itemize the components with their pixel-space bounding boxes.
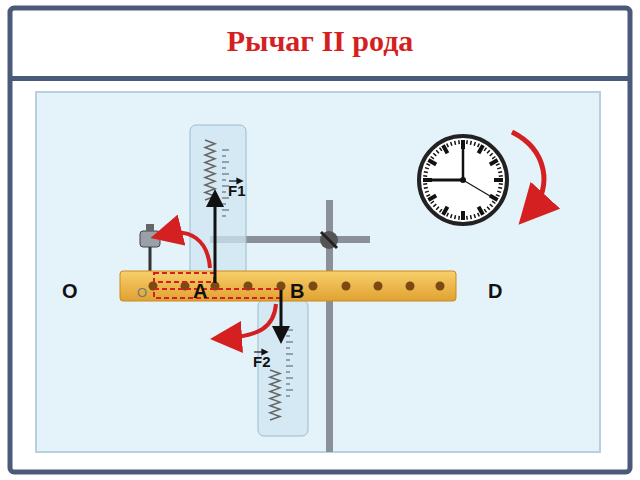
bar-hole (309, 282, 318, 291)
force-label: F1 (228, 182, 246, 199)
rotation-arrow (512, 132, 544, 210)
bar-hole (406, 282, 415, 291)
dynamometer (190, 125, 246, 275)
force-label: F2 (253, 353, 271, 370)
point-label: O (62, 280, 78, 303)
slide-frame (10, 8, 630, 472)
pivot-holder (140, 231, 160, 247)
pivot-mark: O (137, 285, 147, 300)
slide-title: Рычаг II рода (20, 24, 620, 58)
rotation-arrow (226, 304, 276, 338)
picture-panel (36, 92, 600, 452)
force-arrow (280, 290, 283, 335)
point-label: B (290, 280, 304, 303)
bar-hole (374, 282, 383, 291)
force-arrow (214, 198, 217, 283)
rotation-arrow (166, 232, 210, 268)
bar-hole (342, 282, 351, 291)
clock (419, 136, 507, 224)
title-divider (12, 76, 628, 81)
clamp (320, 231, 338, 249)
lever-bar (120, 271, 456, 301)
bar-hole (436, 282, 445, 291)
point-label: D (488, 280, 502, 303)
point-label: A (193, 280, 207, 303)
arm-outline (154, 289, 281, 298)
